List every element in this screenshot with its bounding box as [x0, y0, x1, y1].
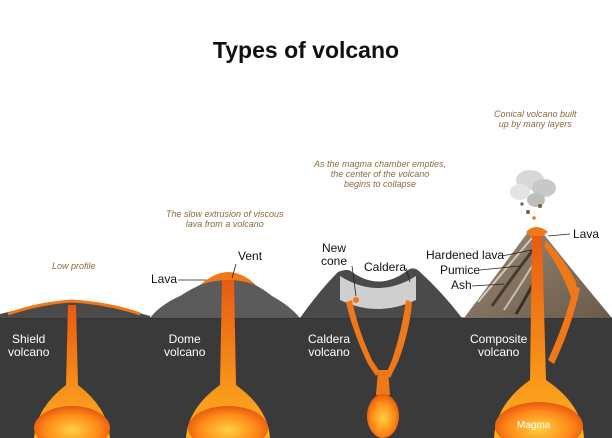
caldera-conduit-right [386, 300, 412, 378]
composite-right-lava-flow [544, 240, 578, 300]
caldera-conduit-left [346, 300, 380, 376]
shield-magma-chamber [34, 406, 110, 438]
dome-caption: The slow extrusion of viscous lava from … [166, 209, 284, 229]
caldera-label: Caldera [364, 260, 407, 274]
new-cone-leader [351, 265, 357, 297]
composite-top-lava [526, 227, 548, 238]
vent-label: Vent [238, 249, 263, 263]
composite-lava-leader [547, 233, 571, 237]
shield-caption: Low profile [52, 261, 96, 271]
vent-leader [231, 263, 237, 279]
composite-caption: Conical volcano built up by many layers [494, 109, 577, 129]
pumice-label: Pumice [440, 263, 481, 277]
dome-lava-label: Lava [151, 272, 178, 286]
caldera-magma-chamber [367, 394, 399, 438]
composite-volcano-name: Composite volcano [470, 332, 528, 360]
shield-conduit [34, 305, 110, 438]
composite-side-branch [548, 286, 580, 364]
dome-volcano-name: Dome volcano [164, 332, 206, 360]
caldera-volcano-graphic [300, 268, 462, 438]
dome-lava-crust [200, 272, 256, 285]
composite-volcano-graphic [464, 170, 612, 438]
pumice-leader [479, 265, 521, 271]
leader-lines [178, 233, 571, 297]
caldera-stem [376, 370, 390, 395]
new-cone-marker [353, 297, 359, 303]
hardened-lava-label: Hardened lava [426, 248, 505, 262]
eruption-plume [510, 170, 556, 220]
page-title: Types of volcano [212, 37, 400, 63]
magma-label: Magma [517, 420, 551, 431]
composite-magma-chamber [495, 402, 583, 438]
dome-conduit [186, 280, 270, 438]
shield-lava-flow [7, 299, 141, 316]
ash-leader [471, 283, 505, 287]
ash-label: Ash [451, 278, 472, 292]
hardened-lava-leader [501, 249, 533, 257]
caldera-leader [405, 267, 411, 283]
caldera-volcano-name: Caldera volcano [308, 332, 351, 360]
composite-lava-label: Lava [573, 227, 600, 241]
shield-volcano-graphic [0, 299, 150, 438]
composite-conduit [494, 236, 584, 438]
dome-volcano-graphic [150, 272, 300, 438]
composite-layer-1 [477, 237, 533, 303]
new-cone-label: New cone [321, 241, 348, 269]
caldera-caption: As the magma chamber empties, the center… [314, 159, 447, 189]
shield-volcano-name: Shield volcano [8, 332, 50, 360]
caldera-depression [340, 276, 416, 309]
dome-magma-chamber [188, 406, 268, 438]
